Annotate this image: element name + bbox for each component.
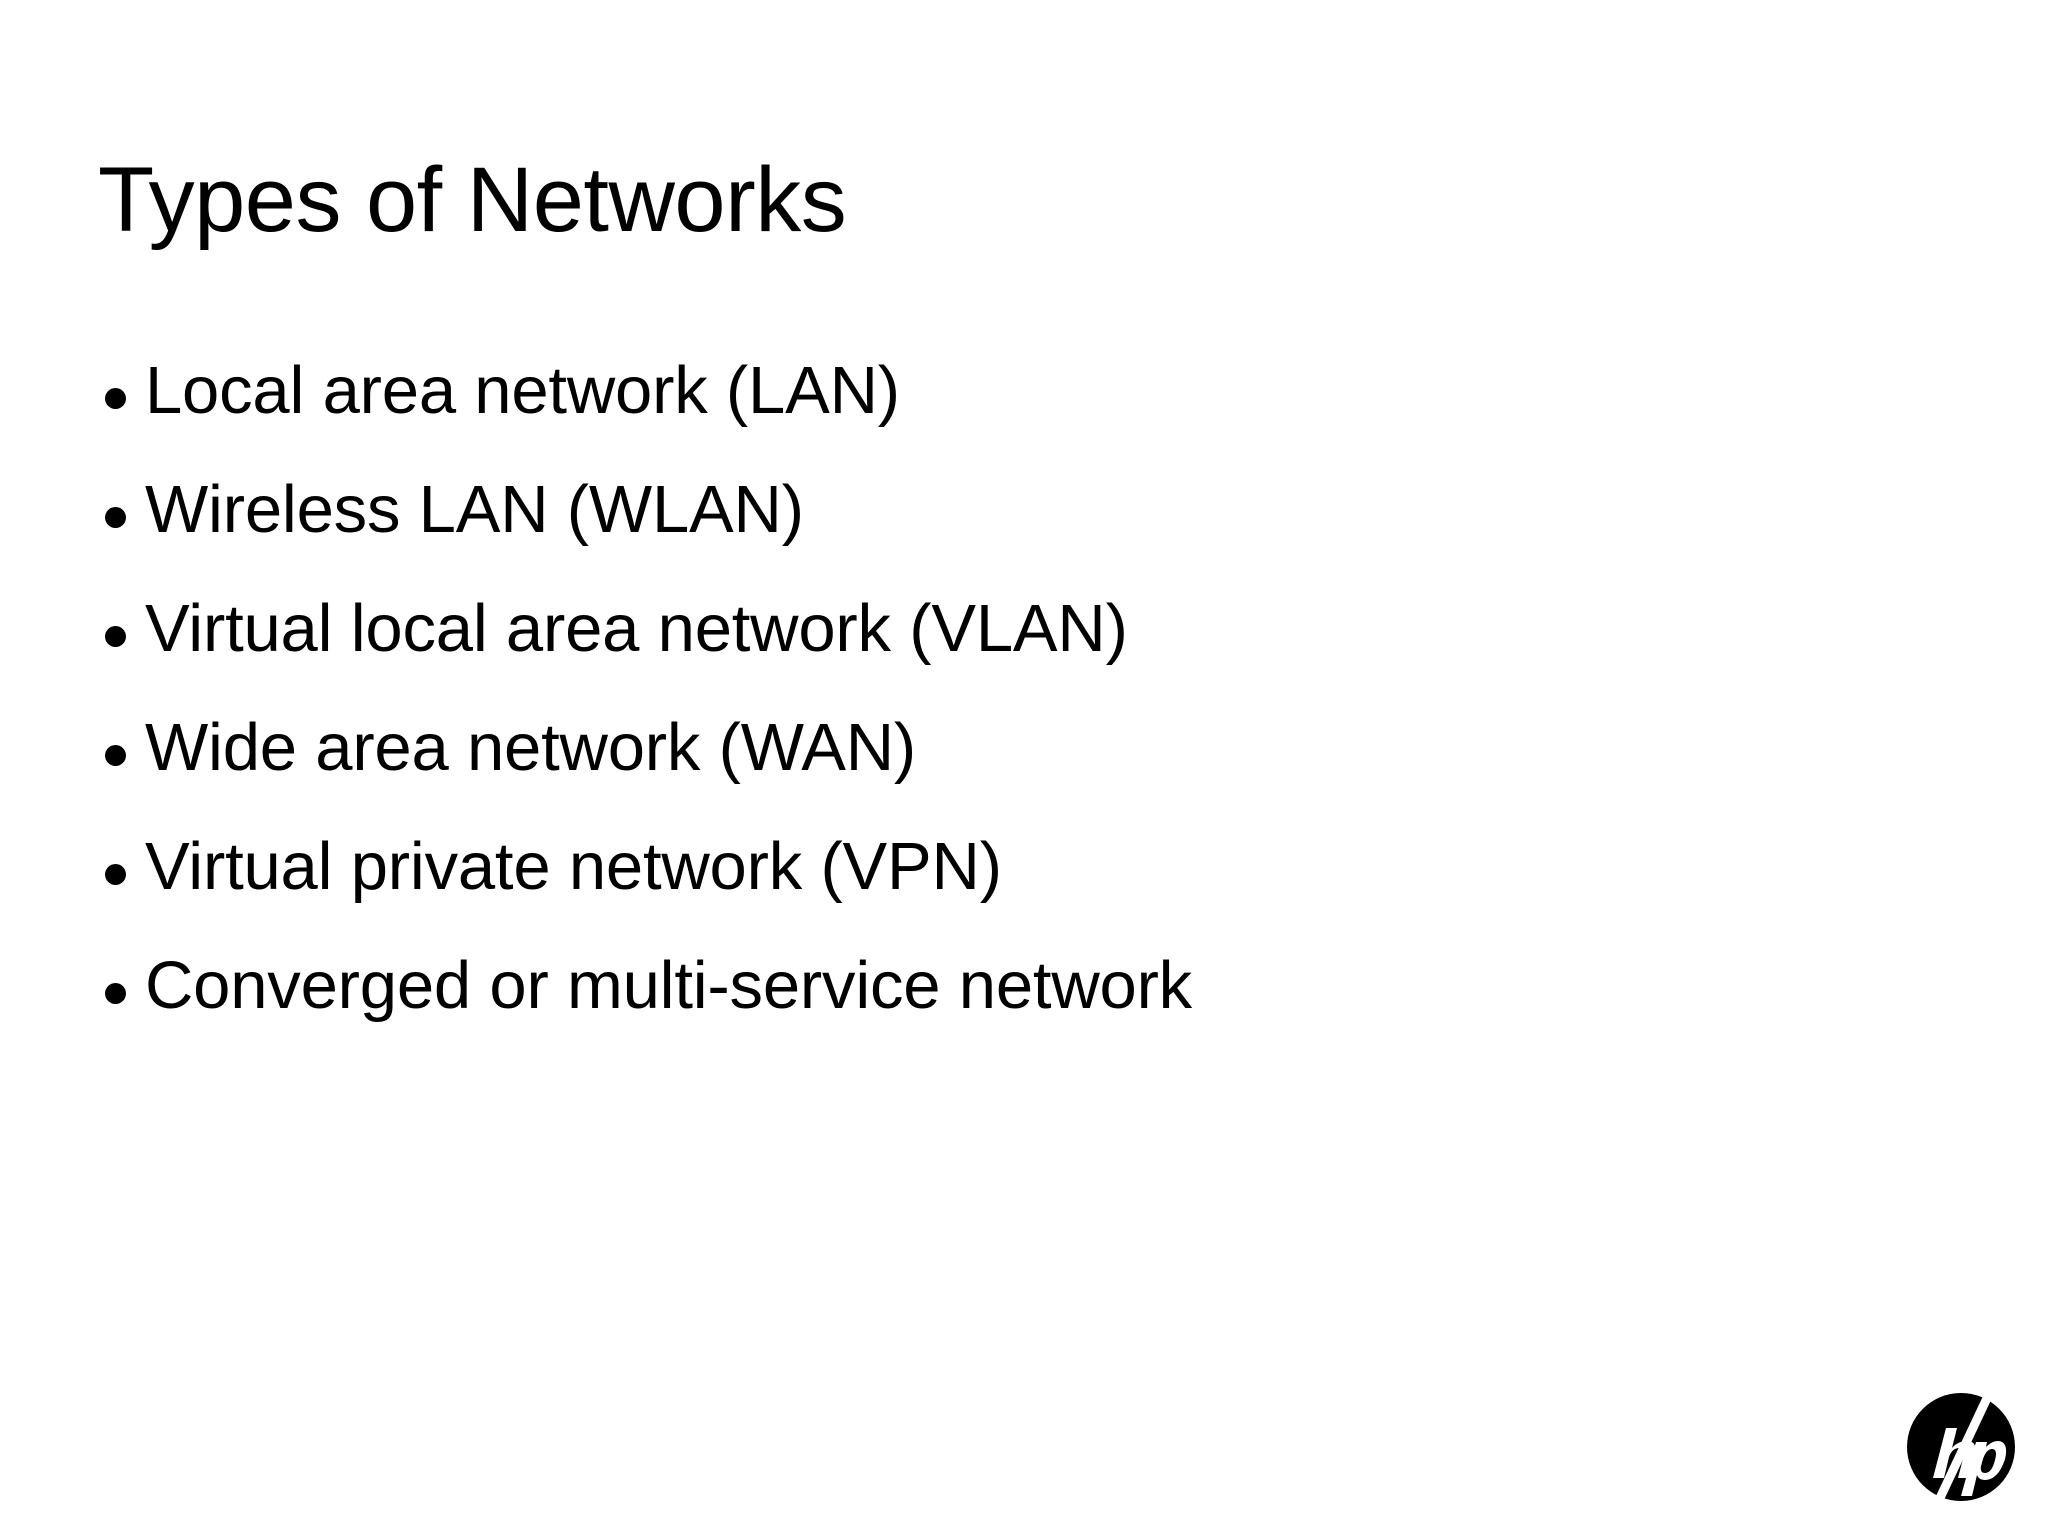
list-item-label: Virtual local area network (VLAN) xyxy=(145,591,1128,666)
bullet-dot-icon xyxy=(100,947,145,1066)
list-item: Virtual private network (VPN) xyxy=(100,828,1900,947)
bullet-dot-icon xyxy=(100,828,145,947)
list-item: Virtual local area network (VLAN) xyxy=(100,590,1900,709)
list-item: Converged or multi-service network xyxy=(100,947,1900,1066)
list-item: Local area network (LAN) xyxy=(100,352,1900,471)
list-item-label: Local area network (LAN) xyxy=(145,353,900,428)
list-item-label: Wide area network (WAN) xyxy=(145,710,917,785)
list-item-label: Converged or multi-service network xyxy=(145,948,1192,1023)
bullet-list: Local area network (LAN) Wireless LAN (W… xyxy=(100,352,1900,1066)
bullet-dot-icon xyxy=(100,590,145,709)
page-title: Types of Networks xyxy=(98,148,847,251)
hp-logo-icon xyxy=(1906,1392,2016,1502)
bullet-dot-icon xyxy=(100,352,145,471)
bullet-dot-icon xyxy=(100,471,145,590)
bullet-dot-icon xyxy=(100,709,145,828)
list-item-label: Wireless LAN (WLAN) xyxy=(145,472,804,547)
list-item-label: Virtual private network (VPN) xyxy=(145,829,1002,904)
list-item: Wireless LAN (WLAN) xyxy=(100,471,1900,590)
list-item: Wide area network (WAN) xyxy=(100,709,1900,828)
